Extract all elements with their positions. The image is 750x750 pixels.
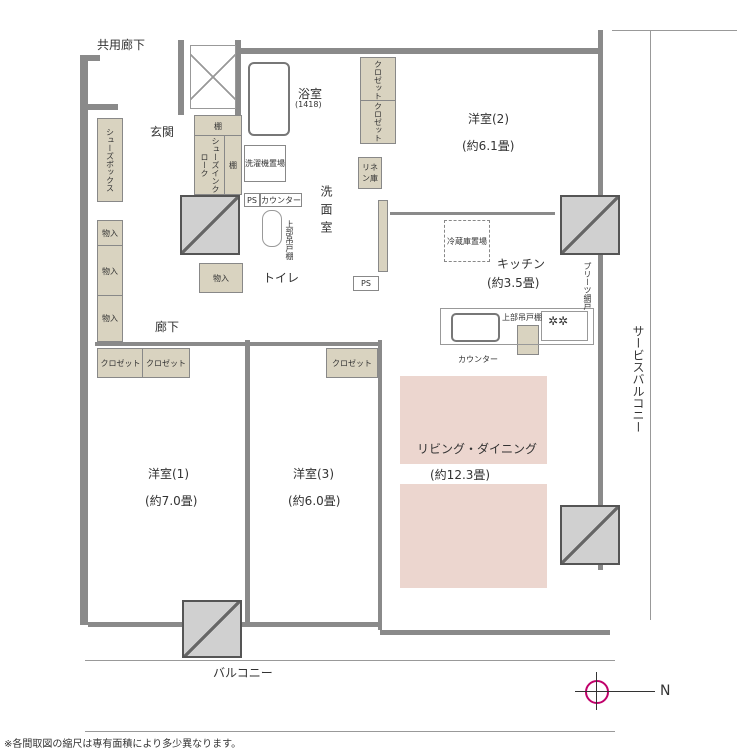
storage[interactable]: 物入 bbox=[97, 295, 123, 342]
toilet-label: トイレ bbox=[263, 271, 300, 285]
pipe-space: PS bbox=[353, 276, 379, 291]
pipe-space: PS bbox=[244, 193, 260, 207]
storage[interactable]: 物入 bbox=[97, 220, 123, 247]
structural-column bbox=[180, 195, 240, 255]
wall-left bbox=[80, 55, 88, 625]
fridge-space: 冷蔵庫置場 bbox=[444, 220, 490, 262]
room2-label: 洋室(2) bbox=[468, 112, 509, 126]
storage[interactable]: 物入 bbox=[97, 245, 123, 297]
wall bbox=[390, 212, 555, 215]
wall-room-divider bbox=[245, 340, 250, 625]
closet-room2[interactable]: クロゼット bbox=[360, 57, 396, 102]
structural-column bbox=[560, 195, 620, 255]
shoe-box[interactable]: シューズボックス bbox=[97, 118, 123, 202]
balcony-rail bbox=[85, 660, 615, 732]
bath-size: (1418) bbox=[295, 100, 322, 109]
upper-cabinet-kitchen bbox=[517, 325, 539, 355]
closet-room2[interactable]: クロゼット bbox=[360, 100, 396, 144]
burner-icon: ✲✲ bbox=[548, 314, 569, 328]
kitchen-label: キッチン bbox=[497, 257, 546, 271]
room3-size: (約6.0畳) bbox=[288, 494, 341, 508]
wall bbox=[80, 55, 100, 61]
compass-line bbox=[596, 672, 597, 710]
living-label: リビング・ダイニング bbox=[417, 442, 538, 456]
closet-room1[interactable]: クロゼット bbox=[97, 348, 144, 378]
closet-room3[interactable]: クロゼット bbox=[326, 348, 378, 378]
wall bbox=[235, 40, 241, 115]
wall-top bbox=[241, 48, 601, 54]
shelf: 棚 bbox=[194, 115, 242, 137]
wall bbox=[378, 340, 382, 630]
wall-right bbox=[598, 30, 603, 570]
wall bbox=[88, 104, 118, 110]
toilet-bowl bbox=[262, 210, 282, 247]
compass-icon bbox=[585, 680, 609, 704]
vanity bbox=[378, 200, 388, 272]
service-balcony-label: サービスバルコニー bbox=[631, 325, 645, 433]
wall-bottom bbox=[380, 630, 610, 635]
wall bbox=[178, 40, 184, 115]
closet-room1[interactable]: クロゼット bbox=[142, 348, 190, 378]
living-size: (約12.3畳) bbox=[430, 468, 491, 482]
linen-closet[interactable]: リネン庫 bbox=[358, 157, 382, 189]
room1-size: (約7.0畳) bbox=[145, 494, 198, 508]
common-corridor-label: 共用廊下 bbox=[97, 38, 146, 52]
living-area-highlight bbox=[400, 376, 547, 464]
service-balcony-rail bbox=[650, 30, 651, 620]
room2-size: (約6.1畳) bbox=[462, 139, 515, 153]
balcony-label: バルコニー bbox=[213, 666, 273, 680]
kitchen-size: (約3.5畳) bbox=[487, 276, 540, 290]
entrance-label: 玄関 bbox=[150, 125, 175, 139]
compass-arrow bbox=[575, 691, 655, 692]
wall bbox=[95, 342, 382, 346]
bath-label: 浴室 bbox=[298, 87, 323, 101]
washer-space: 洗濯機置場 bbox=[244, 145, 286, 182]
pleated-screen-label: プリーツ網戸 bbox=[583, 262, 592, 310]
north-label: N bbox=[660, 683, 671, 699]
structural-column bbox=[182, 600, 242, 658]
room1-label: 洋室(1) bbox=[148, 467, 189, 481]
kitchen-counter-label: カウンター bbox=[458, 355, 498, 364]
storage[interactable]: 物入 bbox=[199, 263, 243, 293]
footnote: ※各間取図の縮尺は専有面積により多少異なります。 bbox=[4, 739, 242, 750]
duct-shaft bbox=[190, 45, 236, 109]
room3-label: 洋室(3) bbox=[293, 467, 334, 481]
upper-cabinet-label: 上部吊戸棚 bbox=[502, 313, 542, 322]
kitchen-counter bbox=[440, 308, 594, 345]
upper-cabinet-label: 上部吊戸棚 bbox=[285, 220, 294, 260]
toilet-counter: カウンター bbox=[260, 193, 302, 207]
washroom-label: 洗面室 bbox=[319, 185, 333, 239]
bathtub bbox=[248, 62, 290, 136]
kitchen-sink bbox=[451, 313, 500, 342]
shelf: 棚 bbox=[224, 135, 242, 195]
balcony-rail bbox=[612, 30, 737, 32]
structural-column bbox=[560, 505, 620, 565]
stove: ✲✲ bbox=[541, 311, 588, 341]
shoe-in-closet[interactable]: シューズインクローク bbox=[194, 135, 226, 195]
dining-area-highlight bbox=[400, 484, 547, 588]
hallway-label: 廊下 bbox=[155, 320, 180, 334]
